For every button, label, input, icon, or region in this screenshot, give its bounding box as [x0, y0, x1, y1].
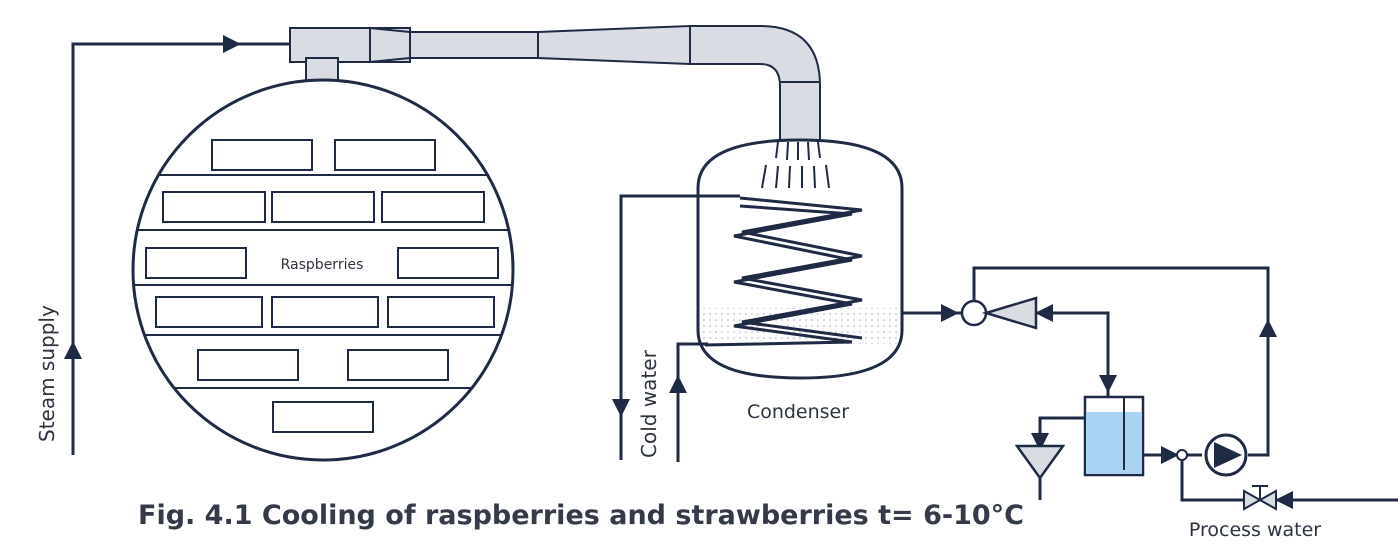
cooling-coil	[704, 196, 863, 347]
water-tank	[1083, 395, 1145, 477]
spray-nozzle	[761, 141, 830, 189]
ejector	[960, 296, 1038, 330]
vacuum-chamber: Raspberries	[131, 78, 515, 462]
steam-supply-label: Steam supply	[35, 305, 59, 442]
vacuum-duct	[289, 24, 821, 141]
figure-caption: Fig. 4.1 Cooling of raspberries and stra…	[138, 500, 1024, 531]
cold-water-lines	[612, 194, 740, 462]
condenser: Condenser	[696, 138, 904, 423]
raspberry-trays	[145, 139, 499, 433]
junction-node	[1176, 449, 1188, 461]
recirculation-piping	[902, 266, 1398, 509]
process-water-label: Process water	[1189, 519, 1321, 541]
raspberries-label: Raspberries	[281, 257, 364, 273]
steam-supply-line	[64, 35, 292, 455]
funnel	[1014, 444, 1066, 481]
condenser-label: Condenser	[747, 401, 849, 423]
pump	[1204, 433, 1248, 477]
cold-water-label: Cold water	[637, 349, 661, 458]
valve	[1243, 485, 1277, 511]
